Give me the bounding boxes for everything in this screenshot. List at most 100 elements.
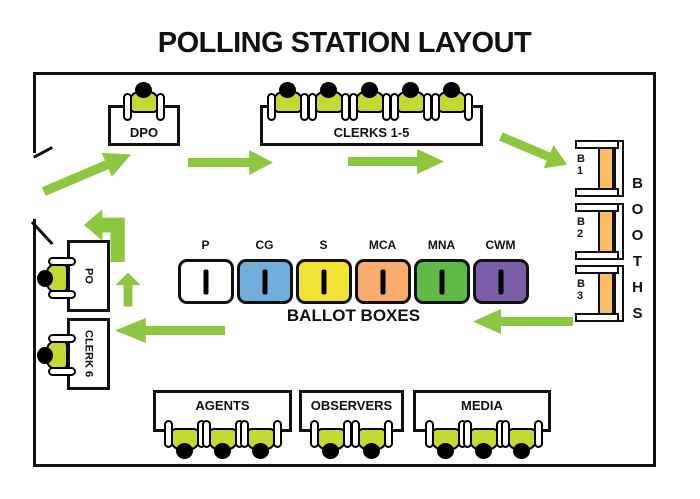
seated-person-icon (351, 419, 393, 459)
seated-person-icon (431, 82, 473, 122)
booth-b3-label: B 3 (577, 278, 585, 302)
chair-arm-icon (273, 420, 282, 448)
person-head-icon (279, 82, 296, 98)
person-head-icon (320, 82, 337, 98)
chair-arm-icon (202, 420, 211, 448)
flow-arrow-clerks-to-booths (348, 149, 444, 174)
desk-po-label: PO (82, 268, 95, 284)
booth-panel-icon (575, 251, 619, 260)
chair-arm-icon (48, 290, 76, 299)
chair-arm-icon (48, 367, 76, 376)
seated-person-icon (425, 419, 467, 459)
ballot-box-cg (237, 259, 293, 304)
ballot-box-label-p: P (201, 238, 210, 252)
chair-arm-icon (501, 420, 510, 448)
flow-arrow-elbow-to-exit (84, 209, 125, 262)
seated-person-icon (240, 419, 282, 459)
ballot-box-label-mca: MCA (368, 238, 397, 252)
chair-arm-icon (351, 420, 360, 448)
booth-b3: B 3 (575, 265, 624, 322)
flow-arrow-booth3-to-boxes (473, 309, 573, 334)
chair-arm-icon (534, 420, 543, 448)
person-head-icon (443, 82, 460, 98)
ballot-box-mca (355, 259, 411, 304)
desk-clerks-label: CLERKS 1-5 (333, 125, 410, 140)
chair-arm-icon (308, 93, 317, 121)
chair-arm-icon (384, 420, 393, 448)
person-head-icon (214, 443, 231, 459)
booth-b1-label: B 1 (577, 153, 585, 177)
person-head-icon (176, 443, 193, 459)
person-head-icon (363, 443, 380, 459)
ballot-slot-icon (439, 269, 445, 294)
person-head-icon (37, 347, 53, 364)
seated-person-icon (37, 257, 77, 299)
chair-arm-icon (349, 93, 358, 121)
chair-arm-icon (310, 420, 319, 448)
chair-arm-icon (48, 334, 76, 343)
booth-panel-icon (575, 203, 619, 212)
booth-panel-icon (575, 140, 619, 149)
booth-panel-icon (614, 203, 624, 260)
chair-arm-icon (425, 420, 434, 448)
flow-arrow-up-past-po (115, 272, 141, 307)
chair-arm-icon (240, 420, 249, 448)
ballot-box-cwm (473, 259, 529, 304)
ballot-box-label-s: S (319, 238, 328, 252)
ballot-slot-icon (498, 269, 504, 294)
chair-arm-icon (463, 420, 472, 448)
chair-arm-icon (431, 93, 440, 121)
door-opening (30, 153, 39, 219)
ballot-boxes-caption: BALLOT BOXES (286, 306, 421, 325)
booth-panel-icon (575, 188, 619, 197)
seated-person-icon (310, 419, 352, 459)
chair-arm-icon (123, 93, 132, 121)
flow-arrow-to-booth1 (499, 132, 568, 169)
ballot-slot-icon (321, 269, 327, 294)
ballot-box-mna (414, 259, 470, 304)
desk-clerk6: CLERK 6 (67, 318, 110, 390)
chair-arm-icon (267, 93, 276, 121)
ballot-slot-icon (262, 269, 268, 294)
person-head-icon (322, 443, 339, 459)
chair-arm-icon (156, 93, 165, 121)
seated-person-icon (37, 334, 77, 376)
chair-arm-icon (390, 93, 399, 121)
desk-media-label: MEDIA (461, 398, 503, 413)
desk-observers-label: OBSERVERS (310, 398, 393, 413)
person-head-icon (361, 82, 378, 98)
desk-clerk6-label: CLERK 6 (82, 330, 95, 378)
booth-b2-label: B 2 (577, 216, 585, 240)
booth-b1: B 1 (575, 140, 624, 197)
ballot-slot-icon (203, 269, 209, 294)
booth-desk-icon (598, 210, 614, 253)
booth-panel-icon (614, 140, 624, 197)
seated-person-icon (349, 82, 391, 122)
booth-desk-icon (598, 147, 614, 190)
person-head-icon (513, 443, 530, 459)
flow-arrow-entry-to-dpo (41, 152, 132, 196)
booth-b2: B 2 (575, 203, 624, 260)
booths-caption: BOOTHS (629, 175, 646, 331)
chair-arm-icon (164, 420, 173, 448)
ballot-box-s (296, 259, 352, 304)
person-head-icon (37, 270, 53, 287)
booth-desk-icon (598, 272, 614, 315)
booth-panel-icon (575, 265, 619, 274)
desk-po: PO (67, 240, 110, 312)
ballot-box-p (178, 259, 234, 304)
chair-arm-icon (48, 257, 76, 266)
chair-arm-icon (464, 93, 473, 121)
desk-agents-label: AGENTS (195, 398, 250, 413)
seated-person-icon (308, 82, 350, 122)
seated-person-icon (164, 419, 206, 459)
seated-person-icon (123, 82, 165, 122)
person-head-icon (475, 443, 492, 459)
person-head-icon (402, 82, 419, 98)
person-head-icon (437, 443, 454, 459)
ballot-slot-icon (380, 269, 386, 294)
desk-dpo-label: DPO (129, 125, 159, 140)
person-head-icon (135, 82, 152, 98)
ballot-box-label-mna: MNA (427, 238, 456, 252)
